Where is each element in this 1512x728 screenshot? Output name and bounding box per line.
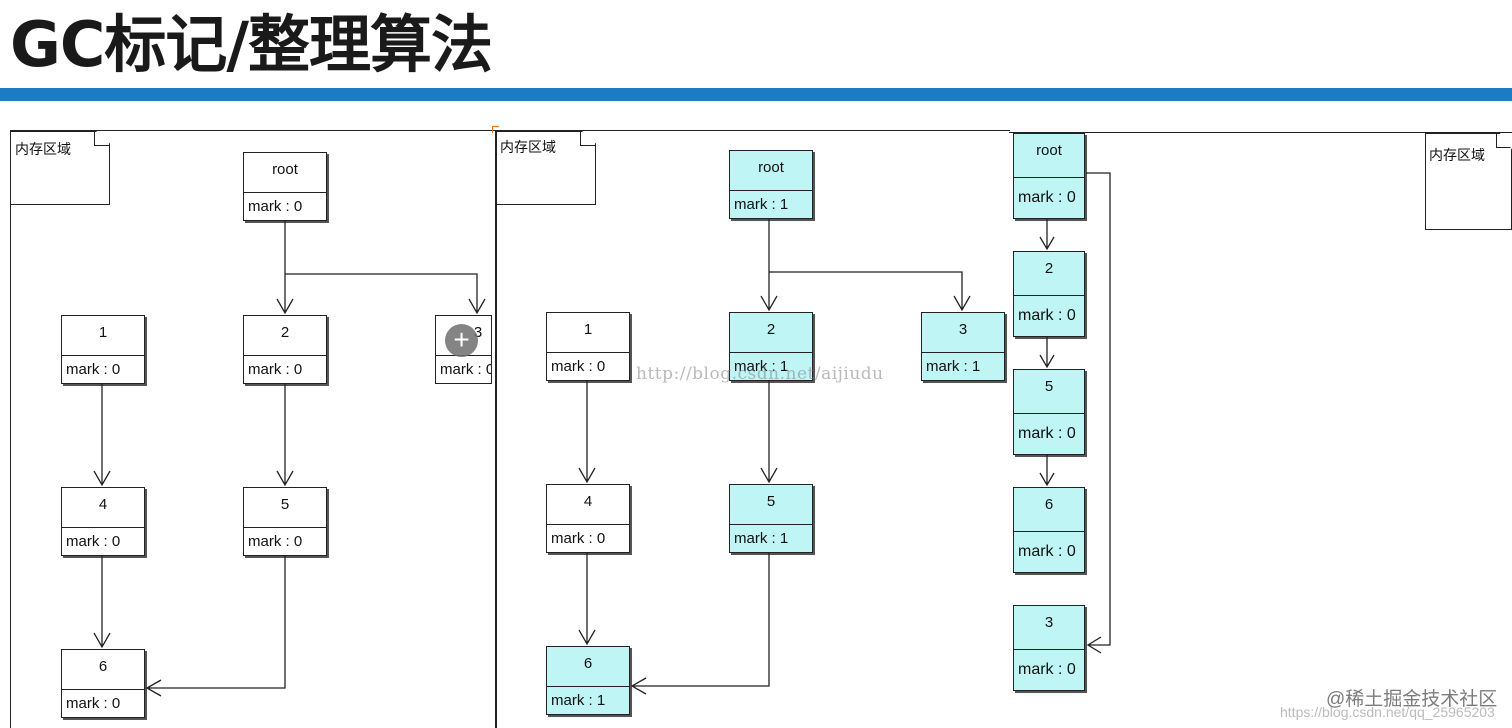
node-mark: mark : 0 bbox=[1018, 661, 1076, 678]
node-mark: mark : 0 bbox=[248, 361, 303, 378]
page-title: GC标记/整理算法 bbox=[10, 8, 493, 81]
node-mark: mark : 0 bbox=[1018, 307, 1076, 324]
node-id: 5 bbox=[1014, 370, 1084, 414]
node-mark: mark : 0 bbox=[551, 358, 606, 375]
node-id: 6 bbox=[62, 650, 144, 690]
node-id: 1 bbox=[62, 316, 144, 356]
edge-2-5-left bbox=[276, 384, 294, 487]
node-mark: mark : 1 bbox=[734, 196, 789, 213]
title-divider bbox=[0, 88, 1512, 101]
node-mark: mark : 1 bbox=[926, 358, 981, 375]
node-mark: mark : 0 bbox=[248, 198, 303, 215]
edge-root-2-right bbox=[1039, 219, 1055, 251]
region-note-left bbox=[10, 131, 110, 205]
region-note-middle bbox=[496, 131, 596, 205]
node-id: 4 bbox=[547, 485, 629, 525]
edge-root-2-left bbox=[276, 221, 294, 315]
node-4-left: 4 mark : 0 bbox=[61, 487, 145, 556]
node-mark: mark : 0 bbox=[66, 533, 121, 550]
node-2-right: 2 mark : 0 bbox=[1013, 251, 1085, 337]
node-id: 2 bbox=[244, 316, 326, 356]
edge-5-6-right bbox=[1039, 455, 1055, 487]
node-mark: mark : 0 bbox=[66, 695, 121, 712]
node-mark: mark : 1 bbox=[734, 358, 789, 375]
region-label-right: 内存区域 bbox=[1429, 148, 1485, 164]
node-id: 6 bbox=[1014, 488, 1084, 532]
node-1-left: 1 mark : 0 bbox=[61, 315, 145, 384]
node-id: root bbox=[244, 153, 326, 193]
edge-5-6-left bbox=[145, 556, 286, 697]
node-3-middle: 3 mark : 1 bbox=[921, 312, 1005, 381]
node-mark: mark : 0 bbox=[1018, 425, 1076, 442]
source-url-watermark: https://blog.csdn.net/qq_25965203 bbox=[1280, 704, 1495, 720]
node-mark: mark : 0 bbox=[1018, 543, 1076, 560]
node-3-right: 3 mark : 0 bbox=[1013, 605, 1085, 691]
panel-before-marking bbox=[10, 130, 497, 728]
panel-after-compaction bbox=[1009, 132, 1512, 728]
node-root-middle: root mark : 1 bbox=[729, 150, 813, 219]
edge-root-3-left bbox=[285, 273, 486, 315]
region-label-left: 内存区域 bbox=[15, 142, 71, 158]
node-mark: mark : 1 bbox=[734, 530, 789, 547]
edge-2-5-right bbox=[1039, 337, 1055, 369]
edge-root-3-right bbox=[1086, 172, 1111, 654]
edge-1-4-left bbox=[93, 384, 111, 487]
node-id: 2 bbox=[730, 313, 812, 353]
edge-5-6-middle bbox=[630, 553, 770, 695]
node-2-middle: 2 mark : 1 bbox=[729, 312, 813, 381]
node-id: 1 bbox=[547, 313, 629, 353]
watermark-url: http://blog.csdn.net/aijiudu bbox=[636, 364, 884, 384]
region-label-middle: 内存区域 bbox=[500, 140, 556, 156]
edge-1-4-middle bbox=[578, 381, 596, 484]
node-mark: mark : 0 bbox=[551, 530, 606, 547]
node-id: root bbox=[730, 151, 812, 191]
node-mark: mark : 0 bbox=[1018, 189, 1076, 206]
node-root-left: root mark : 0 bbox=[243, 152, 327, 221]
node-id: 3 bbox=[1014, 606, 1084, 650]
node-id: 3 bbox=[922, 313, 1004, 353]
credit-watermark: @稀土掘金技术社区 bbox=[1326, 689, 1498, 710]
node-2-left: 2 mark : 0 bbox=[243, 315, 327, 384]
node-4-middle: 4 mark : 0 bbox=[546, 484, 630, 553]
node-root-right: root mark : 0 bbox=[1013, 133, 1085, 219]
node-5-left: 5 mark : 0 bbox=[243, 487, 327, 556]
edge-2-5-middle bbox=[760, 381, 778, 484]
node-id: 2 bbox=[1014, 252, 1084, 296]
node-id: 5 bbox=[730, 485, 812, 525]
panel-after-marking bbox=[495, 130, 1010, 728]
selection-corner-icon bbox=[492, 126, 499, 133]
zoom-in-icon[interactable]: + bbox=[445, 324, 478, 357]
edge-4-6-middle bbox=[578, 553, 596, 646]
node-5-middle: 5 mark : 1 bbox=[729, 484, 813, 553]
edge-root-3-middle bbox=[769, 271, 971, 312]
node-6-middle: 6 mark : 1 bbox=[546, 646, 630, 715]
node-id: 4 bbox=[62, 488, 144, 528]
node-mark: mark : 0 bbox=[66, 361, 121, 378]
edge-root-2-middle bbox=[760, 219, 778, 312]
node-mark: mark : 0 bbox=[248, 533, 303, 550]
region-note-right bbox=[1425, 133, 1512, 230]
node-mark: mark : 1 bbox=[551, 692, 606, 709]
node-1-middle: 1 mark : 0 bbox=[546, 312, 630, 381]
node-6-right: 6 mark : 0 bbox=[1013, 487, 1085, 573]
node-id: 6 bbox=[547, 647, 629, 687]
node-5-right: 5 mark : 0 bbox=[1013, 369, 1085, 455]
node-mark: mark : 0 bbox=[440, 361, 492, 378]
node-id: root bbox=[1014, 134, 1084, 178]
node-id: 5 bbox=[244, 488, 326, 528]
edge-4-6-left bbox=[93, 556, 111, 649]
node-6-left: 6 mark : 0 bbox=[61, 649, 145, 718]
